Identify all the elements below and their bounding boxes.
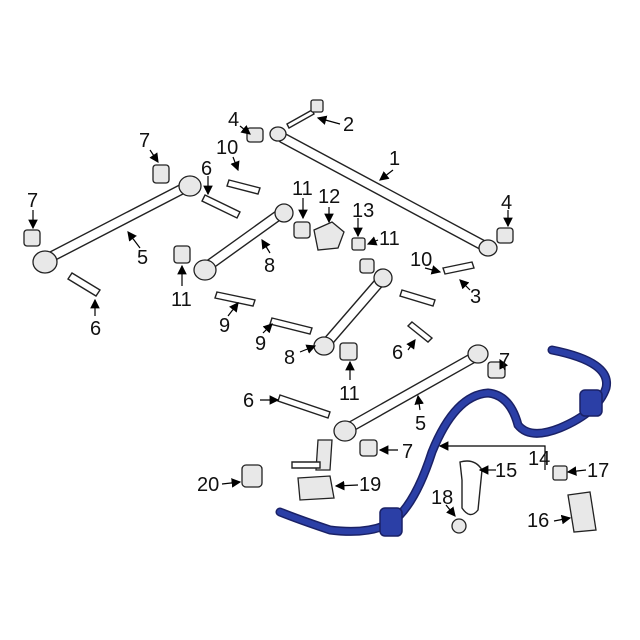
bushing (152, 164, 170, 184)
nut (351, 237, 366, 251)
callout-11: 11 (379, 228, 400, 250)
callout-6: 6 (90, 318, 101, 340)
callout-6: 6 (392, 342, 403, 364)
callout-15: 15 (495, 460, 517, 482)
callout-4: 4 (501, 192, 512, 214)
callout-11: 11 (339, 383, 360, 405)
callout-5: 5 (137, 247, 148, 269)
bolt (406, 321, 434, 343)
nut (496, 227, 514, 244)
callout-16: 16 (527, 510, 549, 532)
bushing (23, 229, 41, 247)
callout-5: 5 (415, 413, 426, 435)
callout-13: 13 (352, 200, 374, 222)
callout-labels: 1 2 3 4 4 5 5 6 6 6 6 7 7 7 7 8 8 9 9 10… (27, 109, 609, 532)
bolt (442, 261, 475, 275)
callout-12: 12 (318, 186, 340, 208)
leader-lines (28, 115, 587, 525)
callout-3: 3 (470, 286, 481, 308)
bushing (173, 245, 191, 264)
nut (552, 465, 568, 481)
bolt (67, 272, 101, 297)
callout-18: 18 (431, 487, 453, 509)
mount-bracket (567, 491, 597, 533)
stabilizer-bar (275, 345, 611, 537)
callout-7: 7 (27, 190, 38, 212)
bushing (241, 464, 263, 488)
callout-9: 9 (255, 333, 266, 355)
nut (246, 127, 264, 143)
callout-14: 14 (528, 448, 550, 470)
callout-17: 17 (587, 460, 609, 482)
callout-9: 9 (219, 315, 230, 337)
callout-10: 10 (410, 249, 432, 271)
callout-7: 7 (139, 130, 150, 152)
bracket (313, 221, 345, 251)
callout-4: 4 (228, 109, 239, 131)
callout-6: 6 (243, 390, 254, 412)
bolt (226, 179, 261, 195)
bolt (277, 394, 331, 419)
control-arm (32, 175, 202, 274)
callout-19: 19 (359, 474, 381, 496)
callout-11: 11 (292, 178, 313, 200)
callout-7: 7 (499, 350, 510, 372)
bushing-bracket (459, 460, 483, 516)
callout-6: 6 (201, 158, 212, 180)
callout-8: 8 (264, 255, 275, 277)
callout-8: 8 (284, 347, 295, 369)
bushing (359, 439, 378, 457)
tie-rod-link (269, 126, 498, 257)
bolt (201, 194, 241, 219)
lower-control-arm (333, 344, 489, 442)
callout-2: 2 (343, 114, 354, 136)
callout-1: 1 (389, 148, 400, 170)
callout-10: 10 (216, 137, 238, 159)
callout-7: 7 (402, 441, 413, 463)
bolt (214, 291, 256, 307)
bolt (269, 317, 313, 335)
control-arm (313, 268, 393, 356)
bushing (359, 258, 375, 274)
control-arm (193, 203, 294, 281)
callout-11: 11 (171, 289, 192, 311)
bolt (286, 99, 324, 129)
stabilizer-link (291, 439, 335, 501)
callout-20: 20 (197, 474, 219, 496)
bolt (399, 289, 436, 307)
bushing (339, 342, 358, 361)
washer (451, 518, 467, 534)
bushing (293, 221, 311, 239)
